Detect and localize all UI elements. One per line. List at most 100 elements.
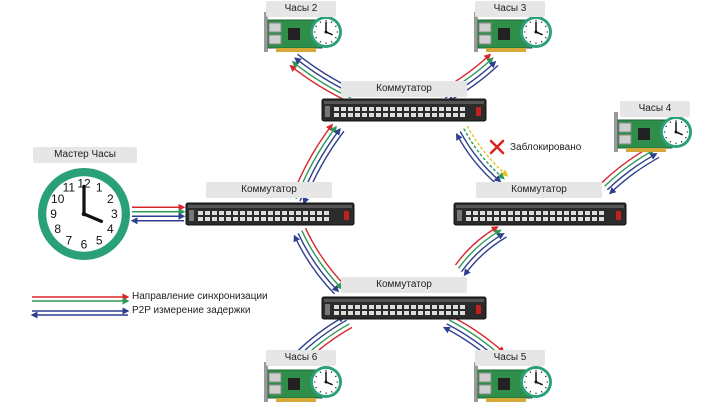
clock-tick: [544, 375, 547, 378]
clock-tick: [680, 140, 683, 143]
clock-center: [324, 30, 328, 34]
switch-port: [453, 305, 458, 309]
switch-port: [254, 217, 259, 221]
switch-port: [233, 211, 238, 215]
switch-port: [536, 217, 541, 221]
switch-port: [404, 311, 409, 315]
p2p-arrow-blue: [463, 236, 507, 277]
clock-tick: [669, 140, 672, 143]
clock-number: 5: [96, 233, 103, 247]
card-sfp-port: [268, 384, 282, 395]
clock-tick: [525, 375, 528, 378]
card-pcie-connector: [276, 48, 316, 52]
card-sfp-port: [478, 22, 492, 33]
clock-tick: [540, 371, 543, 374]
switch-port: [585, 211, 590, 215]
clock-tick: [544, 386, 547, 389]
switch-port: [355, 113, 360, 117]
clock-tick: [315, 25, 318, 28]
clock-tick: [315, 375, 318, 378]
switch-port: [515, 211, 520, 215]
switch-port: [494, 211, 499, 215]
switch-top-strip: [456, 205, 624, 208]
switch-port: [397, 113, 402, 117]
switch-port: [446, 311, 451, 315]
switch-port: [425, 311, 430, 315]
switch-port: [432, 113, 437, 117]
switch-port: [310, 217, 315, 221]
clock-number: 3: [111, 207, 118, 221]
switch-port: [369, 311, 374, 315]
switch-port: [341, 113, 346, 117]
link-left-bottom: [293, 227, 347, 295]
switch-port: [480, 211, 485, 215]
clock-tick: [525, 36, 528, 39]
switch-port: [411, 107, 416, 111]
switch-port: [529, 217, 534, 221]
switch-top-strip: [324, 299, 484, 302]
switch-led: [476, 305, 481, 314]
card-sfp-port: [618, 134, 632, 145]
switch-port: [466, 217, 471, 221]
blocked-x-icon: [489, 139, 505, 155]
switch-port: [425, 113, 430, 117]
switch-port: [411, 113, 416, 117]
clock-hour-hand: [82, 212, 104, 223]
clock-number: 10: [51, 192, 65, 206]
blocked-label: Заблокировано: [510, 142, 582, 153]
switch-port: [205, 211, 210, 215]
card-sfp-port: [478, 372, 492, 383]
switch-port: [240, 217, 245, 221]
switch-port: [460, 305, 465, 309]
switch-port: [383, 113, 388, 117]
blocked-arrow-yellow: [466, 125, 509, 177]
switch-port: [439, 305, 444, 309]
switch-port: [334, 107, 339, 111]
switch-port: [453, 311, 458, 315]
switch-port: [439, 311, 444, 315]
switch-port: [369, 305, 374, 309]
switch-port: [397, 107, 402, 111]
sync-arrow-green: [604, 149, 655, 187]
switch-port: [460, 113, 465, 117]
switch-port: [324, 211, 329, 215]
switch-port: [487, 217, 492, 221]
clock-tick: [680, 121, 683, 124]
switch-port: [585, 217, 590, 221]
card-bracket: [474, 12, 478, 52]
switch-port: [376, 311, 381, 315]
card-pcie-connector: [276, 398, 316, 402]
switch-port: [592, 211, 597, 215]
clock-center: [81, 211, 87, 217]
switch-port: [578, 211, 583, 215]
clock-tick: [684, 136, 687, 139]
clock-number: 1: [96, 181, 103, 195]
clock-tick: [529, 371, 532, 374]
switch-right-label: Коммутатор: [476, 182, 602, 198]
switch-port: [362, 311, 367, 315]
switch-top: [321, 98, 487, 122]
switch-port: [261, 211, 266, 215]
switch-port: [282, 211, 287, 215]
clock-tick: [330, 40, 333, 43]
card-chip: [498, 378, 510, 390]
switch-port: [418, 113, 423, 117]
clock-tick: [529, 21, 532, 24]
switch-port: [348, 107, 353, 111]
sync-arrow-green: [301, 230, 343, 290]
switch-port: [310, 211, 315, 215]
switch-port: [355, 305, 360, 309]
card-bracket: [474, 362, 478, 402]
link-top-right-blocked: [456, 125, 509, 185]
sync-arrow-red: [451, 315, 505, 354]
p2p-arrow-blue: [608, 156, 660, 195]
switch-port: [334, 113, 339, 117]
switch-port: [212, 211, 217, 215]
switch-port: [466, 211, 471, 215]
switch-port: [324, 217, 329, 221]
clock-number: 7: [65, 233, 72, 247]
switch-port: [261, 217, 266, 221]
card-sfp-port: [268, 34, 282, 45]
clock-number: 8: [54, 222, 61, 236]
switch-port: [219, 211, 224, 215]
